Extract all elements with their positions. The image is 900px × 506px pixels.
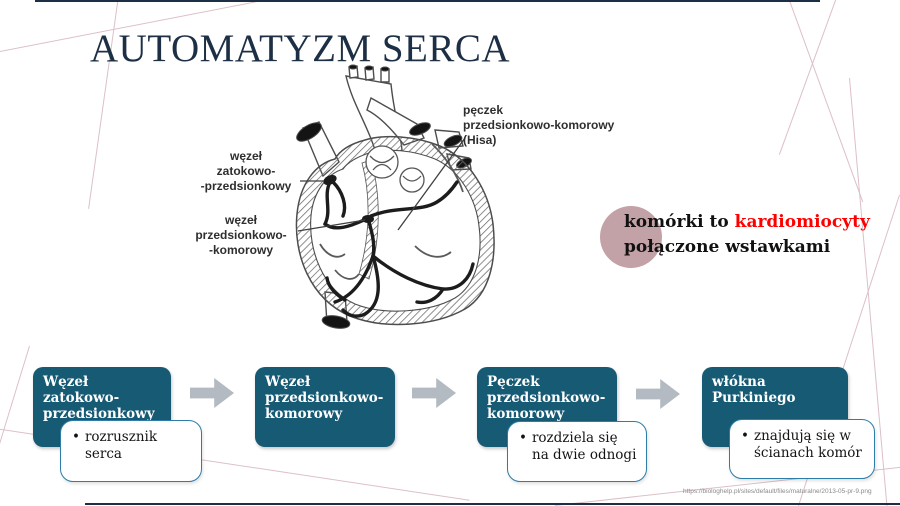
flow-arrow-icon [190, 378, 234, 408]
label-line: węzeł [229, 149, 262, 163]
top-accent-line [35, 0, 820, 2]
label-line: zatokowo- [216, 164, 276, 178]
pointer-line-av [297, 219, 366, 232]
label-line: -komorowy [208, 243, 273, 257]
rose-circle-decoration [600, 206, 662, 268]
label-pointer-lines [297, 137, 466, 232]
flow-step-title: Węzeł przedsionkowo-komorowy [265, 374, 384, 422]
flow-step-title: Pęczek przedsionkowo-komorowy [487, 374, 606, 422]
flow-step-title: włókna Purkiniego [712, 374, 796, 406]
flow-step-title: Węzeł zatokowo-przedsionkowy [43, 374, 155, 422]
bullet-glyph: • [519, 430, 527, 446]
side-note-line2: połączone wstawkami [624, 237, 831, 257]
note-prefix: komórki to [624, 212, 735, 232]
note-highlight: kardiomiocyty [734, 212, 870, 232]
label-line: węzeł [224, 213, 257, 227]
av-node-shape [362, 215, 374, 223]
page-title: AUTOMATYZM SERCA [90, 27, 511, 70]
label-line: (Hisa) [463, 133, 497, 147]
side-note-line1: komórki to kardiomiocyty [624, 210, 886, 235]
conduction-fibers [323, 180, 475, 318]
label-line: przedsionkowo-komorowy [463, 118, 615, 132]
label-sa-node: węzeł zatokowo- -przedsionkowy [192, 149, 300, 194]
source-url: https://biologhelp.pl/sites/default/file… [683, 488, 872, 495]
label-line: przedsionkowo- [195, 228, 287, 242]
flow-arrow-icon [412, 378, 456, 408]
flow-step-4-detail-box[interactable]: •znajdują się w ścianach komór [729, 419, 875, 479]
bullet-glyph: • [72, 429, 80, 445]
label-line: -przedsionkowy [200, 179, 292, 193]
flow-step-detail: •rozdziela się na dwie odnogi [519, 430, 637, 463]
side-note: komórki to kardiomiocyty połączone wstaw… [624, 210, 886, 260]
flow-step-3-detail-box[interactable]: •rozdziela się na dwie odnogi [507, 421, 647, 482]
bottom-accent-line [85, 503, 900, 505]
bullet-glyph: • [741, 428, 749, 444]
flow-step-detail: •rozrusznik serca [72, 429, 158, 462]
label-his-bundle: pęczek przedsionkowo-komorowy (Hisa) [463, 103, 638, 148]
label-av-node: węzeł przedsionkowo- -komorowy [187, 213, 295, 258]
heart-valves [365, 145, 425, 193]
sa-node-shape [323, 174, 337, 186]
flow-step-detail: •znajdują się w ścianach komór [741, 428, 862, 461]
heart-diagram-illustration [295, 64, 495, 329]
pointer-line-his [397, 137, 466, 231]
flow-arrow-icon [636, 379, 680, 409]
label-line: pęczek [463, 103, 504, 117]
flow-step-2-box[interactable]: Węzeł przedsionkowo-komorowy [255, 367, 395, 447]
flow-step-1-detail-box[interactable]: •rozrusznik serca [60, 420, 202, 482]
trabeculae-curves [319, 143, 464, 280]
decor-line [778, 0, 838, 155]
